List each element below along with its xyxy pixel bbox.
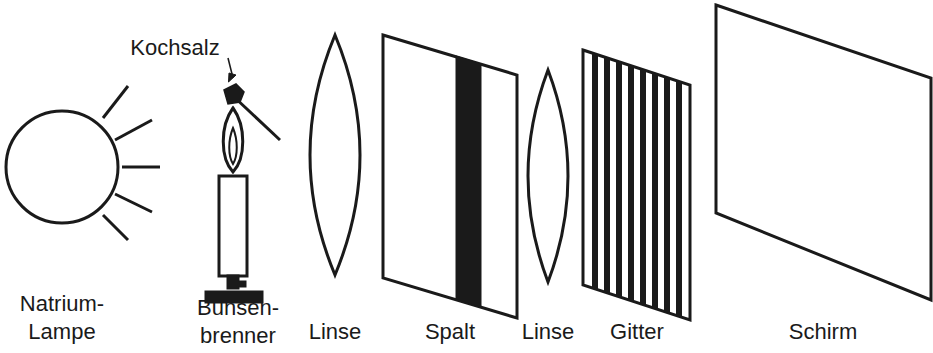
part-label: Natrium- Lampe [7, 290, 117, 346]
salt-sample [224, 84, 244, 104]
grating-bar [664, 76, 670, 313]
grating-bar [628, 65, 634, 302]
grating-bar [640, 69, 646, 306]
grating-bar [592, 53, 598, 290]
screen-panel [716, 5, 931, 300]
grating-bar [616, 61, 622, 298]
substance-label: Kochsalz [120, 34, 230, 62]
grating-bar [676, 80, 682, 317]
grating-bar [652, 73, 658, 310]
part-label: Linse [290, 318, 380, 346]
grating-bars [592, 53, 682, 317]
part-label: Linse [503, 318, 593, 346]
part-label: Spalt [405, 318, 495, 346]
grating-bar [604, 57, 610, 294]
grating-panel [583, 50, 690, 320]
leader-arrowhead [229, 73, 237, 82]
lens [528, 70, 568, 282]
part-label: Schirm [768, 318, 878, 346]
slit-band [456, 56, 481, 307]
part-label: Gitter [592, 318, 682, 346]
bunsen-burner [206, 108, 262, 302]
sodium-lamp [6, 111, 118, 223]
slit-panel [383, 35, 517, 318]
part-label: Bunsen- brenner [188, 294, 288, 350]
light-rays [103, 86, 160, 240]
lens [310, 35, 360, 275]
